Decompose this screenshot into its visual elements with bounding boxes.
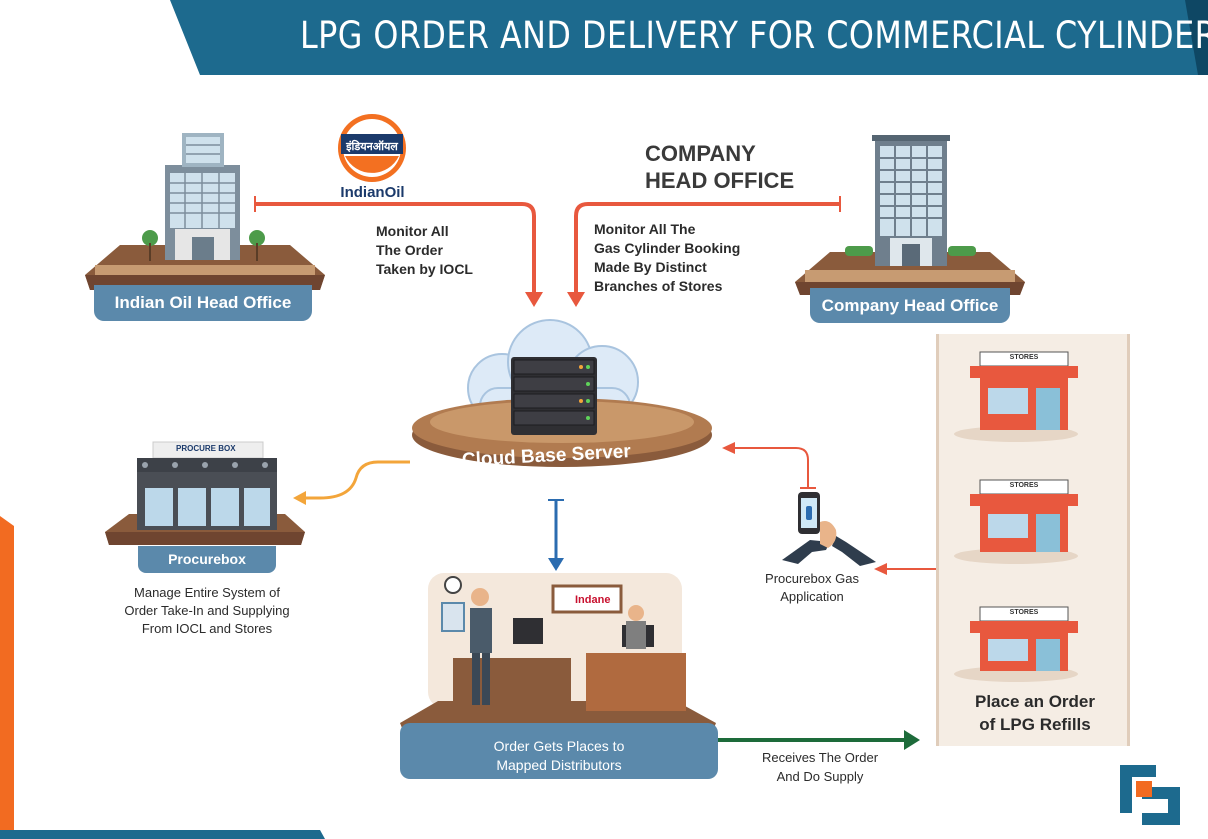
bottom-accent-bar bbox=[0, 830, 325, 839]
man-figure bbox=[441, 588, 492, 705]
stores-panel bbox=[936, 334, 1130, 746]
corner-brand-logo bbox=[1120, 765, 1180, 825]
indian-oil-office-illustration bbox=[85, 133, 325, 290]
gas-app-illustration bbox=[782, 492, 876, 566]
indianoil-logo-icon bbox=[338, 114, 406, 182]
procurebox-sign: PROCURE BOX bbox=[176, 444, 236, 453]
procurebox-illustration bbox=[105, 441, 305, 545]
arrow-distributors-to-stores bbox=[718, 730, 920, 750]
stores-caption: Place an Order of LPG Refills bbox=[974, 692, 1095, 734]
woman-figure bbox=[626, 605, 646, 649]
header-banner-edge bbox=[1185, 0, 1208, 75]
arrow-app-to-cloud bbox=[722, 442, 816, 489]
page-title: LPG ORDER AND DELIVERY FOR COMMERCIAL CY… bbox=[300, 14, 1208, 57]
indane-sign: Indane bbox=[575, 594, 611, 606]
store-3 bbox=[954, 606, 1078, 682]
arrow-cloud-to-procurebox bbox=[293, 460, 410, 505]
indian-oil-head-office-label: Indian Oil Head Office bbox=[94, 285, 312, 321]
store-1-sign: STORES bbox=[1009, 354, 1039, 361]
procurebox-label: Procurebox bbox=[138, 546, 276, 573]
supply-text: Receives The Order And Do Supply bbox=[761, 750, 879, 784]
distributor-label: Order Gets Places to Mapped Distributors bbox=[493, 738, 625, 773]
store-1 bbox=[954, 351, 1078, 442]
indianoil-name: IndianOil bbox=[340, 184, 405, 201]
arrow-iocl-to-cloud bbox=[254, 196, 543, 307]
arrow-company-to-cloud bbox=[567, 196, 841, 307]
indianoil-logo-text: इंडियनऑयल bbox=[346, 141, 398, 153]
arrow-cloud-to-distributors bbox=[548, 499, 564, 571]
gas-app-label: Procurebox Gas Application bbox=[765, 571, 859, 604]
store-2 bbox=[954, 479, 1078, 564]
store-3-sign: STORES bbox=[1009, 609, 1039, 616]
company-head-office-label: Company Head Office bbox=[810, 288, 1010, 323]
store-2-sign: STORES bbox=[1009, 482, 1039, 489]
procurebox-description: Manage Entire System of Order Take-In an… bbox=[124, 585, 290, 636]
indane-sign-board bbox=[551, 584, 623, 614]
clock-icon bbox=[444, 576, 462, 594]
server-rack-icon bbox=[511, 357, 597, 435]
company-head-office-caption: COMPANY HEAD OFFICE bbox=[645, 141, 795, 193]
left-accent-bar bbox=[0, 516, 14, 839]
header-banner bbox=[170, 0, 1208, 75]
cloud-server-illustration bbox=[412, 319, 712, 467]
company-monitor-text: Monitor All The Gas Cylinder Booking Mad… bbox=[594, 221, 741, 294]
distributor-office-illustration bbox=[400, 573, 718, 779]
iocl-monitor-text: Monitor All The Order Taken by IOCL bbox=[376, 223, 473, 277]
